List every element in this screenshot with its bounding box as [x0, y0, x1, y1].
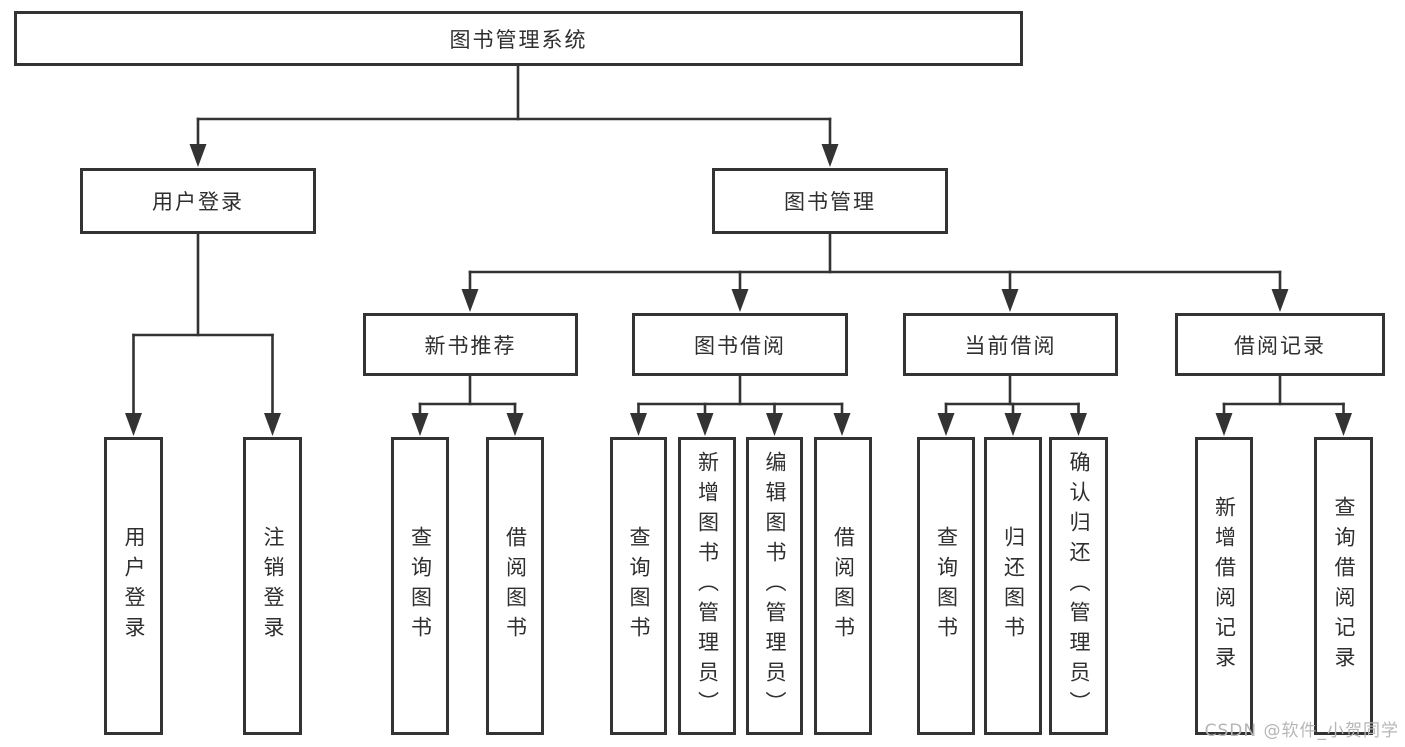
leaf-label: 用户登录	[122, 526, 146, 646]
leaf-label: 注销登录	[261, 526, 285, 646]
leaf-label: 新增图书（管理员）	[695, 451, 720, 721]
leaf-label: 归还图书	[1001, 526, 1026, 646]
node-leaf-return-books: 归还图书	[984, 437, 1042, 735]
leaf-label: 查询图书	[408, 526, 433, 646]
node-leaf-query-books-borrow: 查询图书	[610, 437, 667, 735]
node-leaf-query-books-recommend: 查询图书	[391, 437, 449, 735]
leaf-label: 借阅图书	[503, 526, 528, 646]
node-leaf-borrow-books: 借阅图书	[814, 437, 872, 735]
node-leaf-query-books-current: 查询图书	[917, 437, 975, 735]
leaf-label: 新增借阅记录	[1212, 496, 1237, 676]
node-leaf-user-login: 用户登录	[104, 437, 163, 735]
node-leaf-query-borrow-record: 查询借阅记录	[1314, 437, 1373, 735]
node-leaf-add-borrow-record: 新增借阅记录	[1195, 437, 1253, 735]
leaf-label: 借阅图书	[831, 526, 856, 646]
node-user-login: 用户登录	[80, 168, 316, 234]
leaf-label: 查询图书	[627, 526, 651, 646]
node-borrowing-records: 借阅记录	[1175, 313, 1385, 376]
node-leaf-borrow-books-recommend: 借阅图书	[486, 437, 544, 735]
node-book-management: 图书管理	[712, 168, 948, 234]
node-book-borrowing: 图书借阅	[632, 313, 848, 376]
watermark: CSDN @软件_小贺同学	[1204, 721, 1399, 741]
node-new-book-recommend: 新书推荐	[363, 313, 578, 376]
leaf-label: 确认归还（管理员）	[1067, 451, 1091, 721]
node-root: 图书管理系统	[14, 11, 1023, 66]
node-current-borrowing: 当前借阅	[903, 313, 1118, 376]
node-leaf-edit-book-admin: 编辑图书（管理员）	[746, 437, 803, 735]
leaf-label: 查询借阅记录	[1332, 496, 1356, 676]
node-leaf-confirm-return-admin: 确认归还（管理员）	[1049, 437, 1108, 735]
node-leaf-add-book-admin: 新增图书（管理员）	[678, 437, 736, 735]
node-leaf-logout: 注销登录	[243, 437, 302, 735]
leaf-label: 查询图书	[934, 526, 959, 646]
leaf-label: 编辑图书（管理员）	[763, 451, 787, 721]
